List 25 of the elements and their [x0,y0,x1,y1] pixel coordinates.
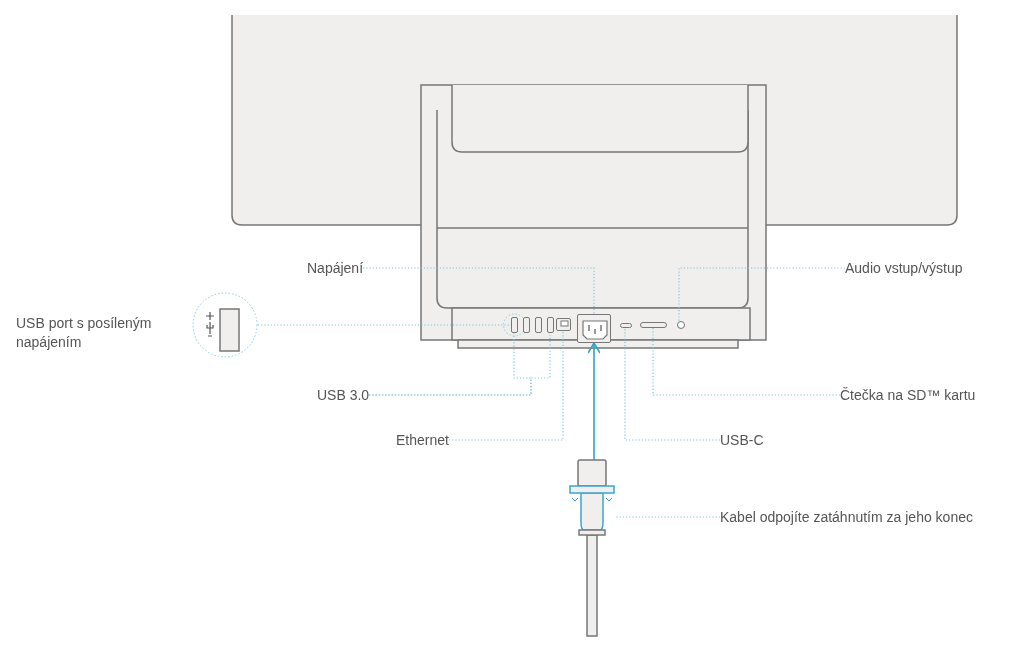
callout-label: Audio vstup/výstup [845,260,963,277]
leader-line [362,267,595,315]
audio-jack [677,321,685,329]
arrow [587,342,601,461]
usb-port [535,317,542,333]
leader-line [448,330,564,441]
usb-port [547,317,554,333]
usb-port [511,317,518,333]
callout-label: USB-C [720,432,764,449]
leader-line [257,324,512,326]
callout-label: Ethernet [396,432,449,449]
callout-label: USB 3.0 [317,387,370,404]
leader-line [652,327,841,396]
leader-line [615,516,721,518]
callout-label: Kabel odpojíte zatáhnutím za jeho konec [720,509,973,526]
leader-line [624,327,721,441]
usb-c-port [620,323,632,328]
usb-port [523,317,530,333]
power-socket [577,314,611,343]
callout-label: Napájení [307,260,364,277]
leader-line [678,267,846,322]
sd-card-slot [640,322,667,328]
callout-label: USB port s posíleným napájením [16,314,153,352]
ethernet-port [556,318,571,331]
callout-label: Čtečka na SD™ kartu [840,387,976,404]
